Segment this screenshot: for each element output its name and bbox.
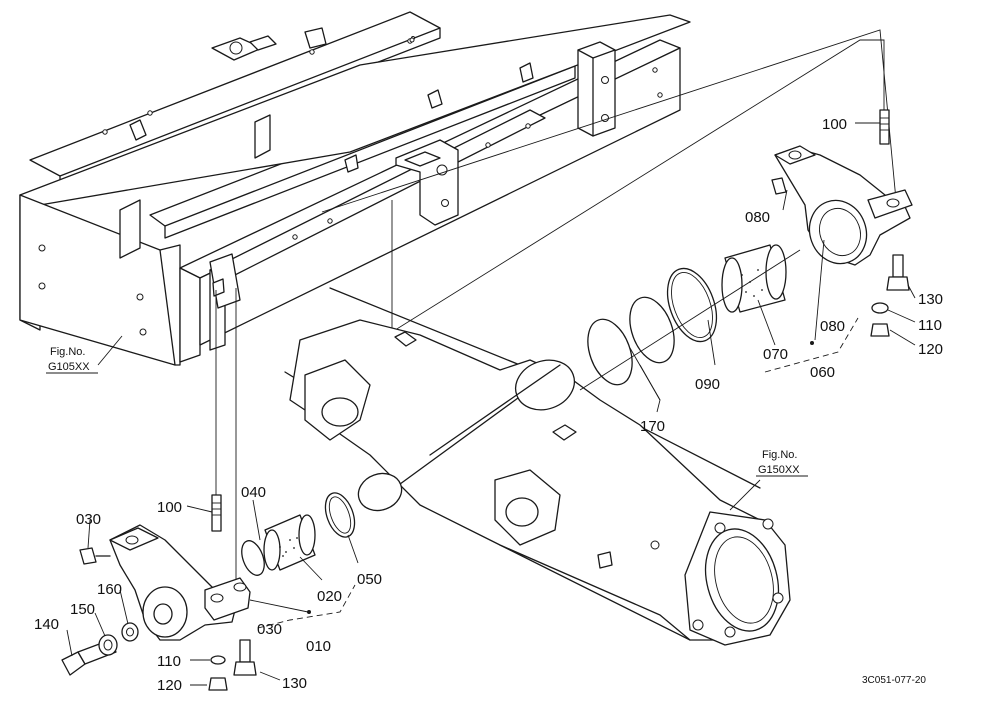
front-axle-bracket-left (61, 492, 356, 691)
label-090: 090 (695, 376, 720, 393)
fig-ref-axle-line2: G150XX (758, 464, 800, 476)
label-050: 050 (357, 571, 382, 588)
label-160: 160 (97, 581, 122, 598)
label-030-left: 030 (76, 511, 101, 528)
label-060: 060 (810, 364, 835, 381)
fig-ref-axle-line1: Fig.No. (762, 449, 797, 461)
label-150: 150 (70, 601, 95, 618)
label-130-left: 130 (282, 675, 307, 692)
alignment-lines (215, 29, 897, 592)
label-110-right: 110 (918, 317, 942, 334)
label-010: 010 (306, 638, 331, 655)
label-100-left: 100 (157, 499, 182, 516)
fig-ref-frame-line1: Fig.No. (50, 346, 85, 358)
figure-references: Fig.No. G105XX Fig.No. G150XX (46, 346, 808, 477)
label-120-left: 120 (157, 677, 182, 694)
label-020: 020 (317, 588, 342, 605)
frame-assembly (19, 11, 691, 366)
axle-housing (284, 287, 791, 646)
drawing-code: 3C051-077-20 (862, 675, 926, 686)
label-070: 070 (763, 346, 788, 363)
label-110-left: 110 (157, 653, 181, 670)
label-080-right: 080 (745, 209, 770, 226)
part-labels: 100 080 130 110 120 080 070 060 090 170 … (34, 116, 943, 694)
label-140: 140 (34, 616, 59, 633)
label-040: 040 (241, 484, 266, 501)
label-130-right: 130 (918, 291, 943, 308)
label-100-right: 100 (822, 116, 847, 133)
label-120-right: 120 (918, 341, 943, 358)
leader-lines (66, 122, 916, 686)
fig-ref-frame-line2: G105XX (48, 361, 90, 373)
front-axle-bracket-right (579, 109, 913, 391)
label-080-right-b: 080 (820, 318, 845, 335)
label-030-left-b: 030 (257, 621, 282, 638)
label-170: 170 (640, 418, 665, 435)
